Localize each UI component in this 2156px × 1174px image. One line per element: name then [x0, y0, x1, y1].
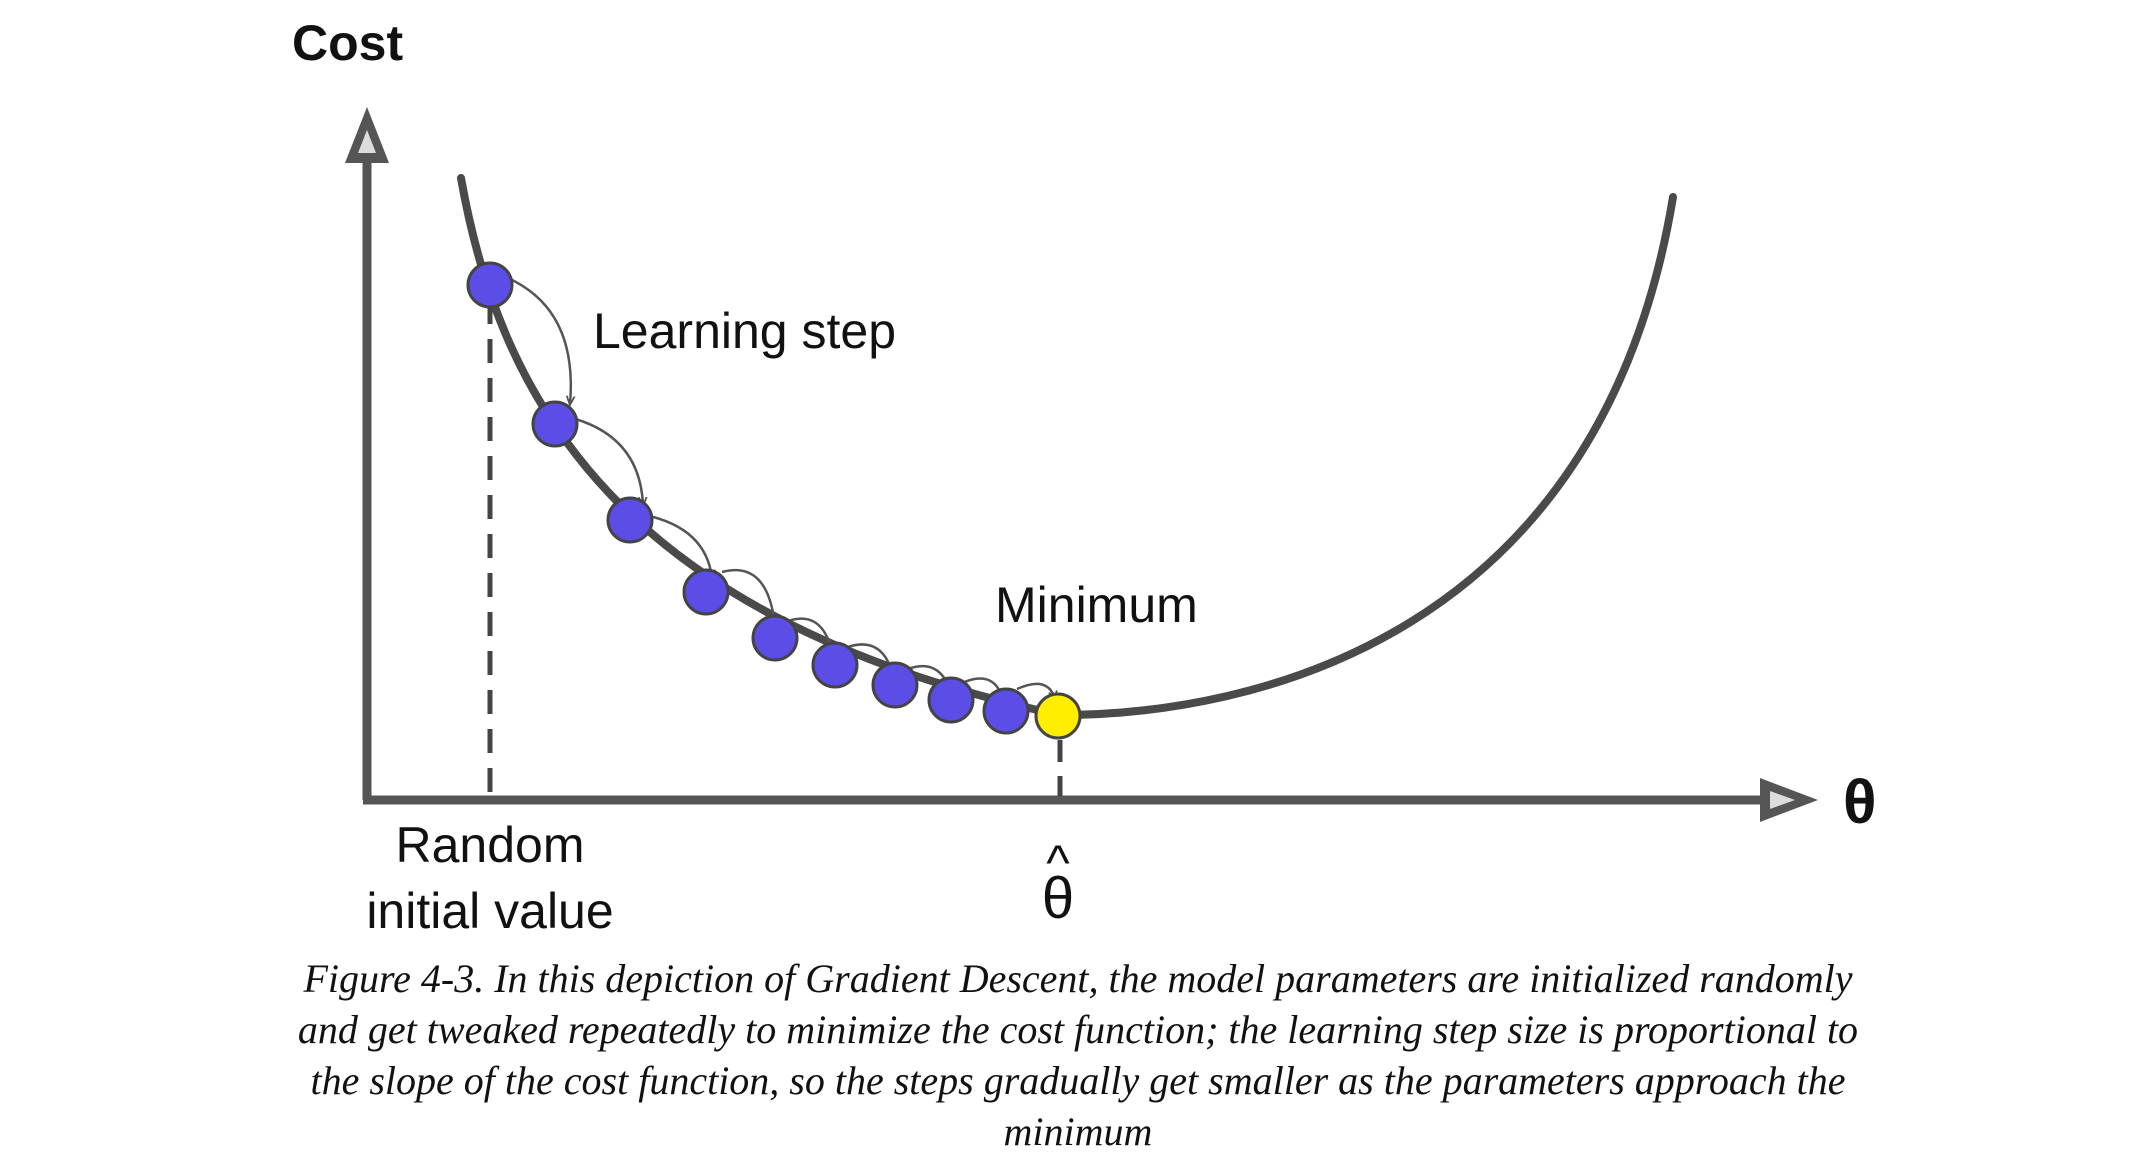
learning-step-arrow — [571, 416, 643, 505]
step-point — [466, 261, 514, 309]
step-point — [927, 676, 975, 724]
learning-step-arrow — [644, 513, 712, 578]
theta-hat-label: θ — [1042, 866, 1074, 931]
minimum-label: Minimum — [995, 577, 1198, 633]
y-axis-title: Cost — [292, 15, 403, 71]
step-points — [466, 261, 1030, 735]
step-point — [531, 400, 579, 448]
figure-caption: Figure 4-3. In this depiction of Gradien… — [297, 956, 1859, 1154]
step-point — [606, 496, 654, 544]
gradient-descent-diagram: Cost θ Learning step Minimum Random init… — [292, 15, 1877, 939]
cost-curve — [457, 174, 1677, 720]
random-initial-label-line2: initial value — [366, 883, 613, 939]
random-initial-label-line1: Random — [396, 817, 585, 873]
minimum-point — [1034, 692, 1082, 740]
diagram-canvas: Cost θ Learning step Minimum Random init… — [292, 15, 1877, 939]
theta-hat-caret: ^ — [1046, 835, 1070, 891]
learning-step-arrow — [721, 568, 775, 626]
x-axis-arrowhead-inner — [1770, 791, 1795, 809]
learning-step-label: Learning step — [593, 303, 896, 359]
step-point — [871, 661, 919, 709]
step-point — [811, 641, 859, 689]
step-point — [982, 687, 1030, 735]
step-point — [751, 614, 799, 662]
step-point — [682, 568, 730, 616]
y-axis-arrowhead-inner — [358, 130, 376, 153]
x-axis-title: θ — [1843, 768, 1877, 837]
learning-step-arrow — [507, 276, 571, 404]
